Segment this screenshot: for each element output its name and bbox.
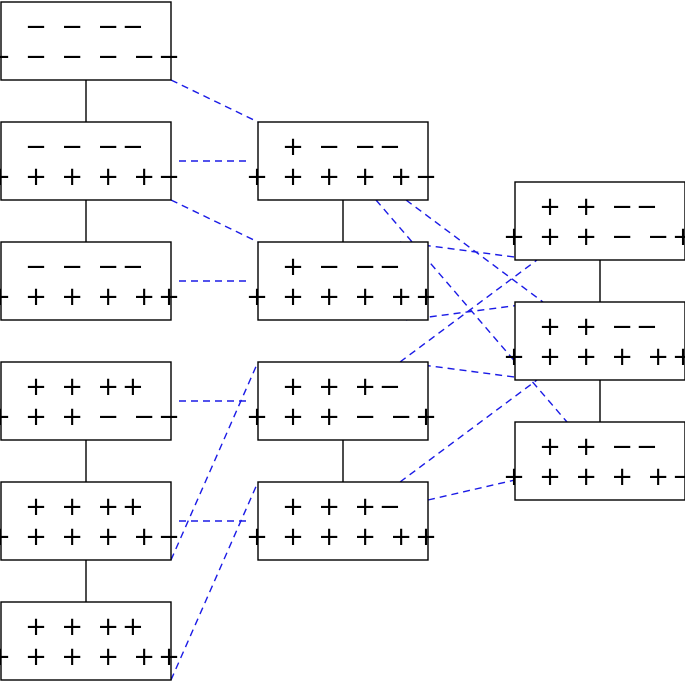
node-b2: + − −−+ + + + ++ [246, 241, 440, 321]
node-c2: + + −−+ + + + ++ [503, 301, 685, 381]
node-box [0, 601, 172, 681]
node-bottom-label: + + + + ++ [246, 282, 440, 312]
node-a1: − − −−− − − − −− [0, 1, 183, 81]
node-box [257, 121, 429, 201]
node-a6: + + +++ + + + ++ [0, 601, 183, 681]
node-bottom-label: + + + + +− [0, 162, 183, 192]
node-top-label: + + +− [282, 492, 404, 522]
node-bottom-label: + + + + ++ [0, 642, 183, 672]
node-bottom-label: + + + + +− [246, 162, 440, 192]
node-a3: − − −−+ + + + ++ [0, 241, 183, 321]
node-top-label: + + ++ [25, 372, 147, 402]
dashed-edge-a1-b1 [170, 79, 259, 123]
node-top-label: + + −− [539, 192, 661, 222]
node-bottom-label: + + + + ++ [246, 522, 440, 552]
node-b1: + − −−+ + + + +− [246, 121, 440, 201]
node-box [0, 241, 172, 321]
node-box [0, 361, 172, 441]
node-box [514, 301, 685, 381]
node-top-label: + + ++ [25, 612, 147, 642]
node-bottom-label: + + + + +− [503, 462, 685, 492]
node-a4: + + +++ + + − −− [0, 361, 183, 441]
dashed-edge-b1-c2 [405, 199, 544, 303]
node-top-label: + + +− [282, 372, 404, 402]
node-box [257, 241, 429, 321]
node-bottom-label: − − − − −− [0, 42, 183, 72]
node-top-label: + − −− [282, 252, 404, 282]
node-top-label: + + ++ [25, 492, 147, 522]
node-bottom-label: + + + + +− [0, 522, 183, 552]
node-bottom-label: + + + − −+ [246, 402, 440, 432]
node-bottom-label: + + + − −+ [503, 222, 685, 252]
node-b3: + + +−+ + + − −+ [246, 361, 440, 441]
dashed-edge-a5-b3 [170, 361, 259, 561]
node-c1: + + −−+ + + − −+ [503, 181, 685, 261]
node-box [257, 361, 429, 441]
node-top-label: + + −− [539, 432, 661, 462]
node-a2: − − −−+ + + + +− [0, 121, 183, 201]
node-top-label: − − −− [25, 252, 147, 282]
node-box [0, 121, 172, 201]
dashed-edge-a6-b4 [170, 481, 259, 681]
node-top-label: + + −− [539, 312, 661, 342]
node-b4: + + +−+ + + + ++ [246, 481, 440, 561]
node-bottom-label: + + + + ++ [0, 282, 183, 312]
node-a5: + + +++ + + + +− [0, 481, 183, 561]
node-top-label: − − −− [25, 12, 147, 42]
node-top-label: + − −− [282, 132, 404, 162]
dashed-edge-a2-b2 [170, 199, 259, 243]
node-box [514, 181, 685, 261]
node-box [257, 481, 429, 561]
node-bottom-label: + + + + ++ [503, 342, 685, 372]
node-top-label: − − −− [25, 132, 147, 162]
node-box [514, 421, 685, 501]
dashed-edge-b4-c3 [427, 479, 516, 501]
node-c3: + + −−+ + + + +− [503, 421, 685, 501]
node-box [0, 1, 172, 81]
node-bottom-label: + + + − −− [0, 402, 183, 432]
dashed-edge-b3-c1 [399, 259, 538, 363]
dashed-edge-b4-c2 [399, 379, 538, 483]
node-box [0, 481, 172, 561]
